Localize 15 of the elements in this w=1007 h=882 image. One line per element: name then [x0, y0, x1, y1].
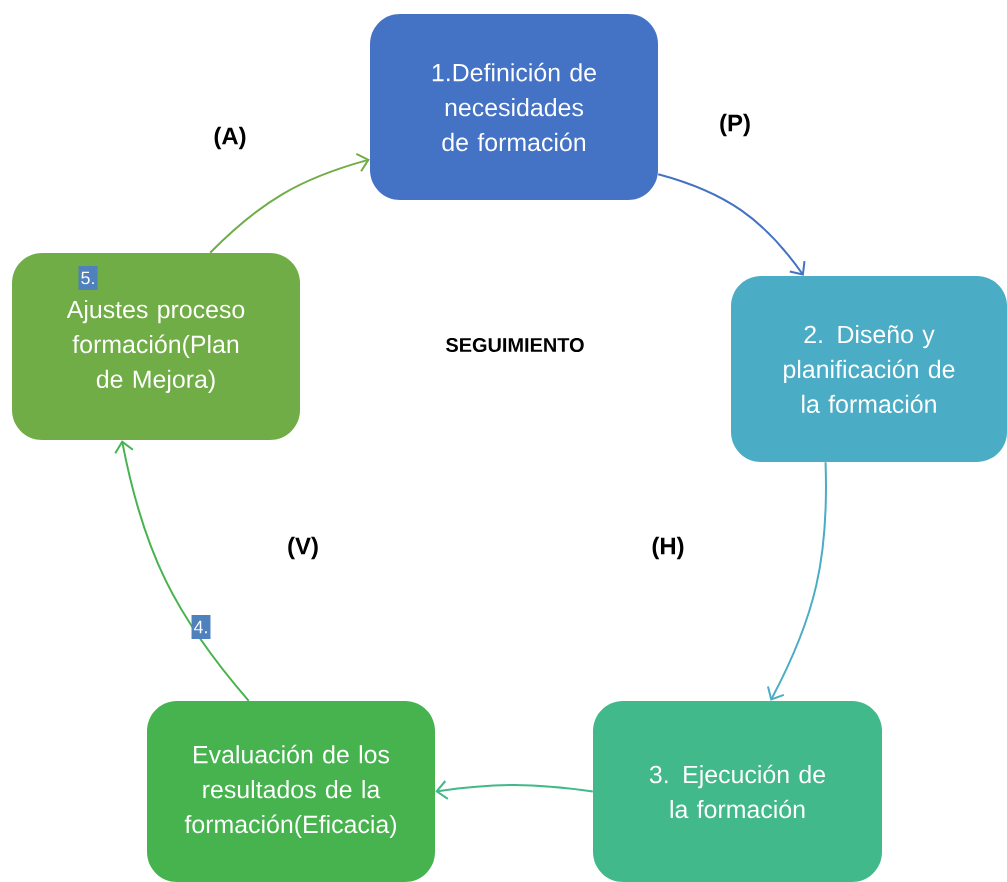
process-box: Evaluación de los resultados de la formación(Eficacia) [147, 701, 435, 882]
process-box: 2. Diseño y planificación de la formación [731, 276, 1007, 462]
process-box: 1.Definición de necesidades de formación [370, 14, 658, 200]
process-box: 3. Ejecución de la formación [593, 701, 882, 882]
phase-label: (V) [288, 536, 318, 560]
arrow [435, 780, 594, 800]
phase-label: SEGUIMIENTO [446, 337, 584, 353]
arrow [657, 173, 806, 276]
arrow [209, 152, 370, 254]
arrow [114, 440, 250, 702]
phase-label: (H) [652, 536, 684, 560]
phase-label: (P) [720, 113, 750, 137]
arrow [766, 461, 827, 701]
phase-label: (A) [214, 126, 246, 150]
number-badge: 4. [191, 615, 211, 639]
